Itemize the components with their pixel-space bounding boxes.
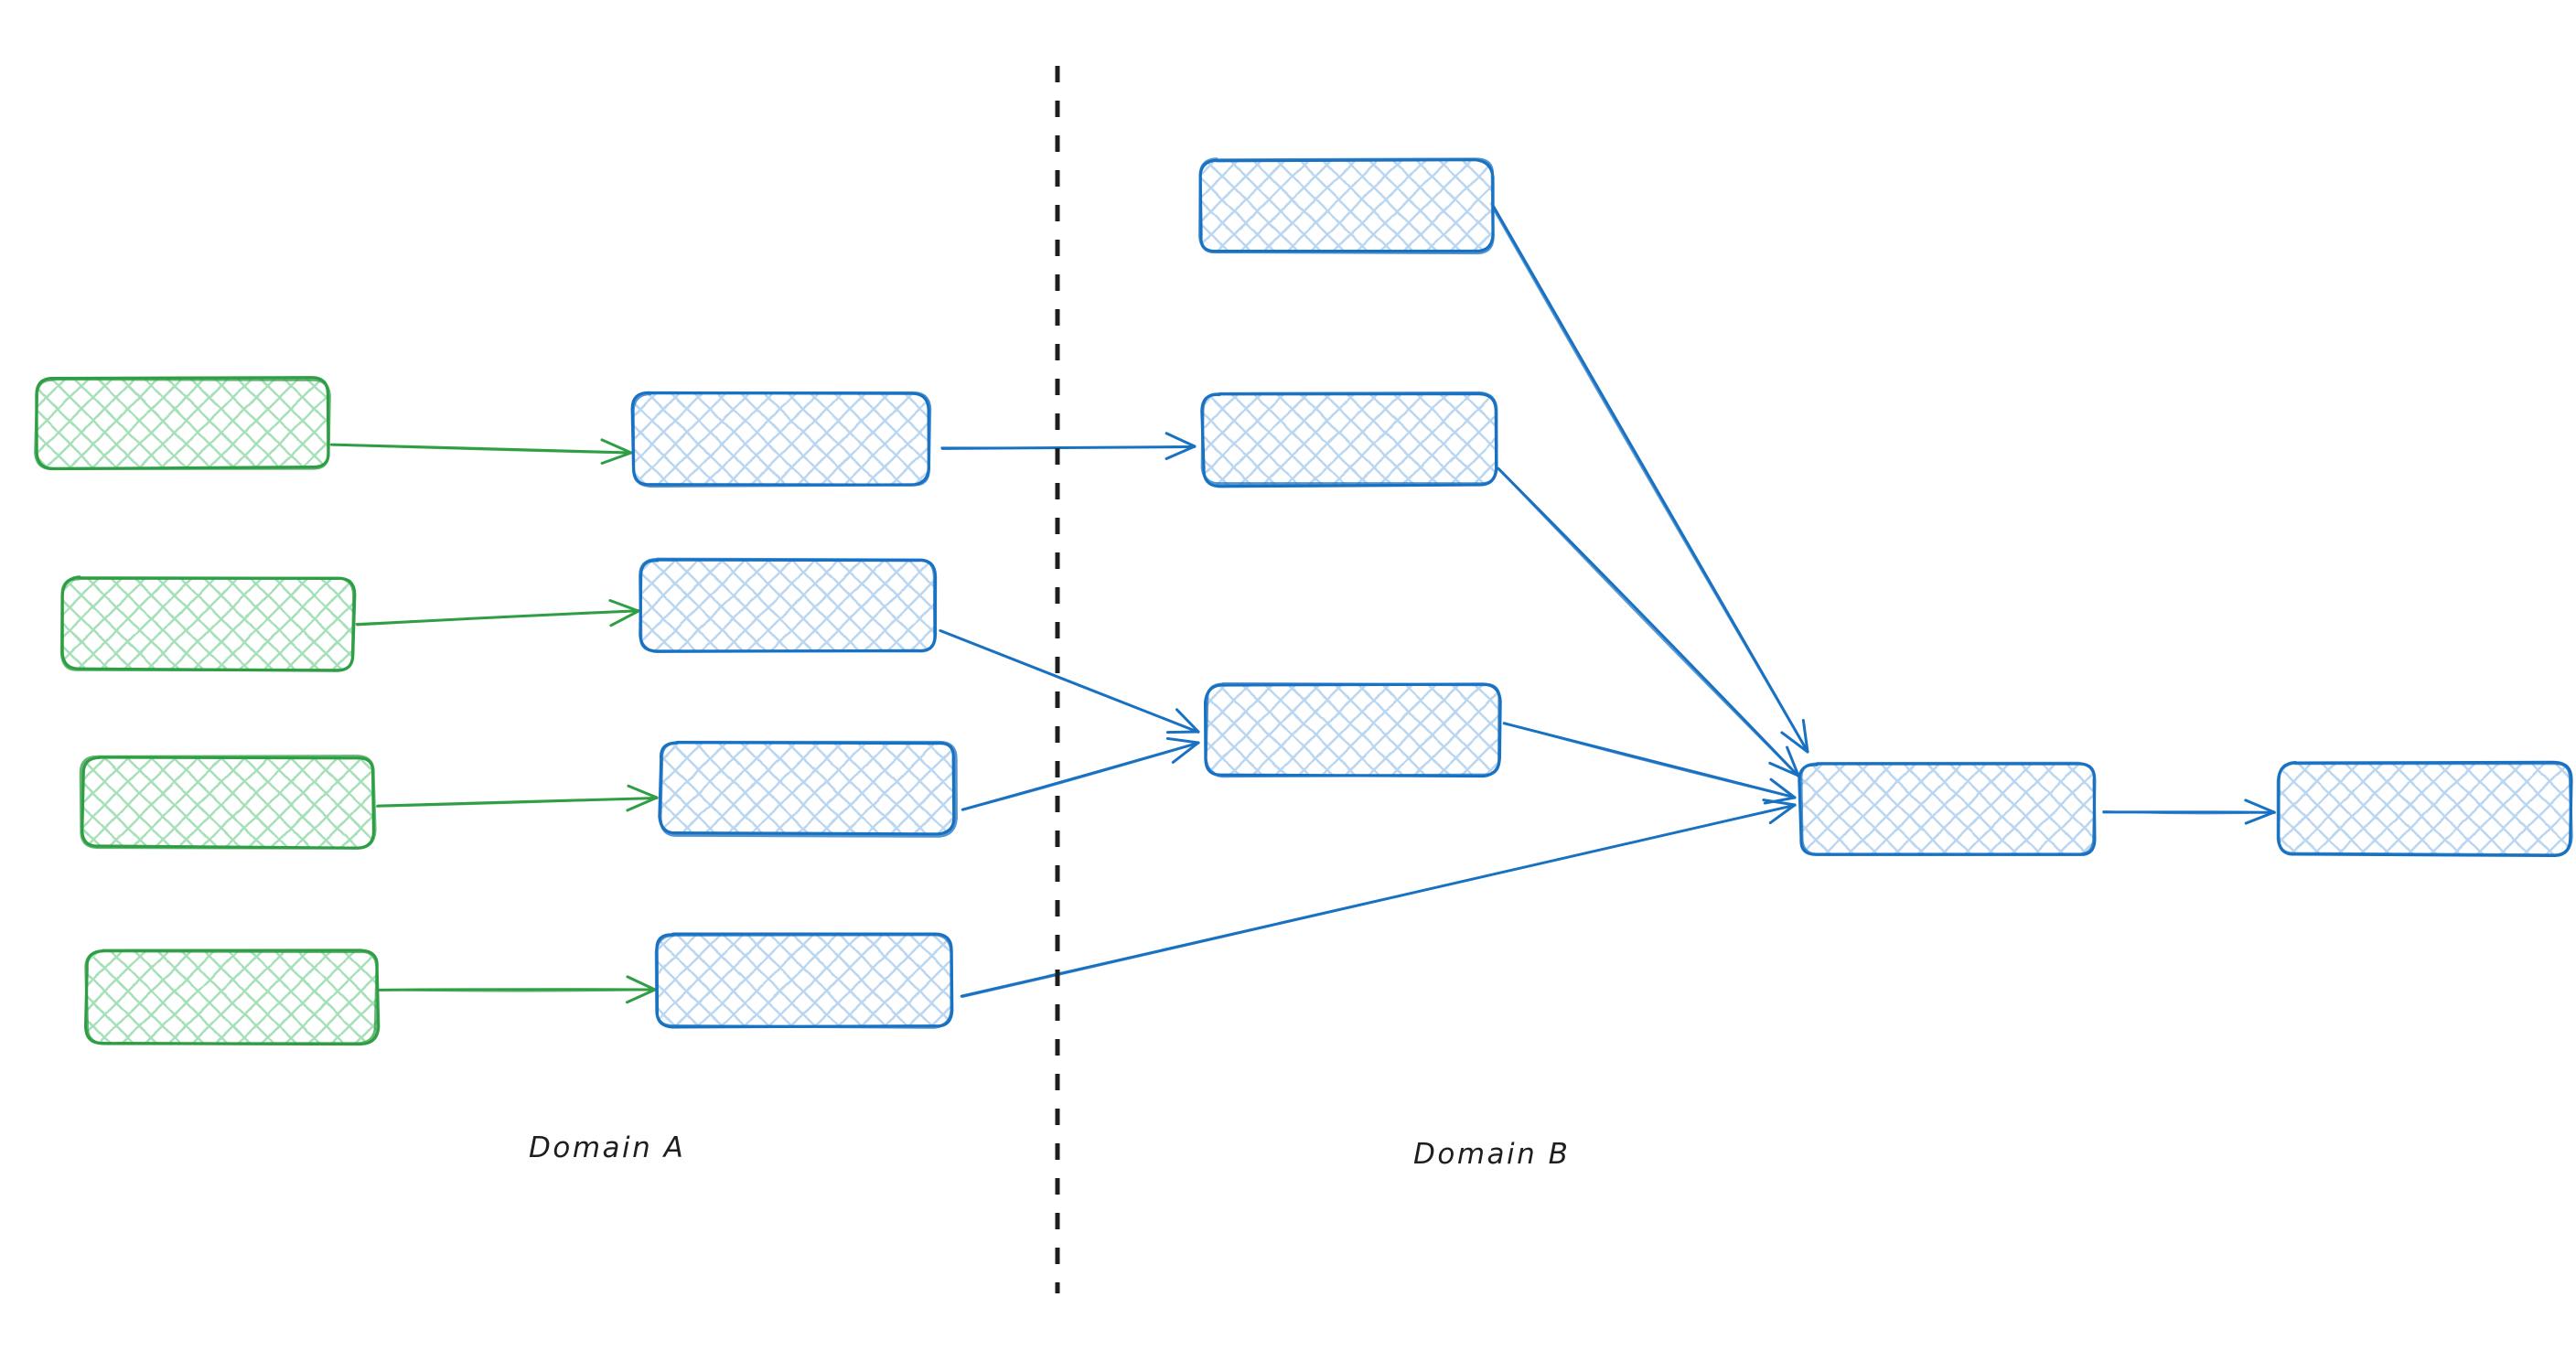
arrow-head	[2246, 800, 2274, 812]
domain-b-label: Domain B	[1413, 1138, 1570, 1171]
domain-a-label: Domain A	[529, 1131, 685, 1164]
arrow-head	[1167, 732, 1198, 733]
node-box[interactable]	[1799, 763, 2095, 855]
node-fill	[1200, 160, 1493, 252]
node-fill	[657, 935, 951, 1026]
arrow-head	[602, 453, 631, 463]
node-fill	[1204, 393, 1497, 485]
edge-arrow[interactable]	[379, 977, 655, 1002]
edge-line	[330, 445, 631, 453]
edge-arrow[interactable]	[941, 434, 1195, 459]
edge-arrow[interactable]	[1490, 203, 1808, 752]
node-fill	[633, 393, 928, 485]
edge-arrow[interactable]	[356, 601, 639, 626]
arrow-head	[628, 990, 655, 1002]
arrow-head	[628, 977, 655, 990]
edge-arrow[interactable]	[1497, 468, 1798, 777]
edge-layer	[330, 203, 2274, 1002]
arrow-head	[610, 601, 639, 611]
node-fill	[640, 560, 935, 651]
node-box[interactable]	[36, 378, 330, 469]
node-layer	[36, 159, 2571, 1045]
edge-arrow[interactable]	[2103, 800, 2274, 823]
node-box[interactable]	[2278, 762, 2571, 855]
node-box[interactable]	[640, 559, 936, 651]
node-fill	[82, 756, 373, 848]
edge-line	[939, 630, 1198, 732]
arrow-head	[611, 611, 639, 626]
edge-arrow[interactable]	[1504, 724, 1795, 803]
edge-line	[963, 743, 1199, 809]
edge-arrow[interactable]	[330, 440, 631, 464]
node-box[interactable]	[61, 577, 354, 670]
node-fill	[62, 578, 353, 670]
node-box[interactable]	[660, 742, 956, 836]
node-fill	[86, 951, 377, 1043]
node-box[interactable]	[656, 934, 951, 1027]
edge-arrow[interactable]	[962, 738, 1198, 809]
node-box[interactable]	[1206, 684, 1501, 777]
edge-line	[377, 798, 657, 807]
node-fill	[37, 379, 329, 468]
node-box[interactable]	[632, 392, 929, 486]
node-box[interactable]	[1202, 392, 1497, 486]
arrow-head	[628, 786, 657, 798]
edge-line	[356, 611, 639, 624]
node-fill	[1800, 764, 2095, 855]
edge-line	[962, 805, 1795, 997]
node-fill	[660, 743, 955, 834]
edge-arrow[interactable]	[939, 630, 1198, 732]
edge-arrow[interactable]	[961, 800, 1795, 997]
node-box[interactable]	[80, 756, 375, 848]
arrow-head	[1167, 738, 1198, 743]
arrow-head	[1166, 434, 1195, 446]
node-fill	[1206, 684, 1500, 776]
node-fill	[2280, 764, 2571, 855]
edge-arrow[interactable]	[377, 786, 657, 810]
node-box[interactable]	[1200, 159, 1494, 253]
node-box[interactable]	[86, 950, 379, 1045]
